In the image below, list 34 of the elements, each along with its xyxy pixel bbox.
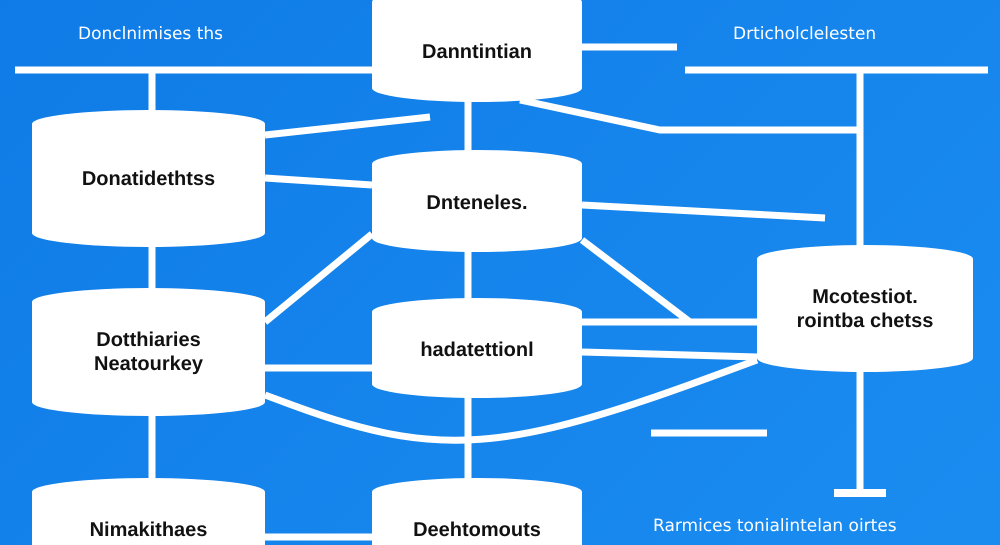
database-cylinder <box>32 478 265 545</box>
node-label: Dotthiaries Neatourkey <box>93 328 204 376</box>
node-label: Mcotestiot. rointba chetss <box>796 284 934 332</box>
database-cylinder <box>372 0 582 102</box>
connector-line <box>464 250 472 300</box>
connector-line <box>265 534 372 540</box>
database-cylinder <box>32 288 265 416</box>
caption-text: Rarmices tonialintelan oirtes <box>653 516 897 536</box>
database-cylinder <box>372 298 582 398</box>
node-label: Dnteneles. <box>426 191 528 215</box>
database-cylinder <box>757 245 973 372</box>
connector-line <box>582 44 677 50</box>
connector-line <box>464 100 472 152</box>
connector-line <box>582 348 758 360</box>
node-label: Deehtomouts <box>413 518 541 542</box>
connector-line <box>148 245 156 290</box>
node-label: Nimakithaes <box>90 518 208 542</box>
node-label: Danntintian <box>422 40 532 64</box>
database-cylinder <box>32 110 265 247</box>
connector-line <box>148 414 156 480</box>
caption-text: Drticholclelesten <box>733 24 876 44</box>
connector-line <box>264 114 430 138</box>
connector-line <box>264 356 758 444</box>
database-cylinder <box>372 478 582 545</box>
node-label: Donatidethtss <box>82 166 216 190</box>
connector-line <box>519 96 864 247</box>
node-label: hadatettionl <box>420 338 534 362</box>
caption-text: Donclnimises ths <box>78 24 223 44</box>
connector-line <box>582 202 826 222</box>
connector-line <box>265 364 372 372</box>
connector-line <box>464 396 472 480</box>
database-cylinder <box>372 150 582 252</box>
connector-line <box>148 66 372 112</box>
connector-line <box>264 174 372 188</box>
